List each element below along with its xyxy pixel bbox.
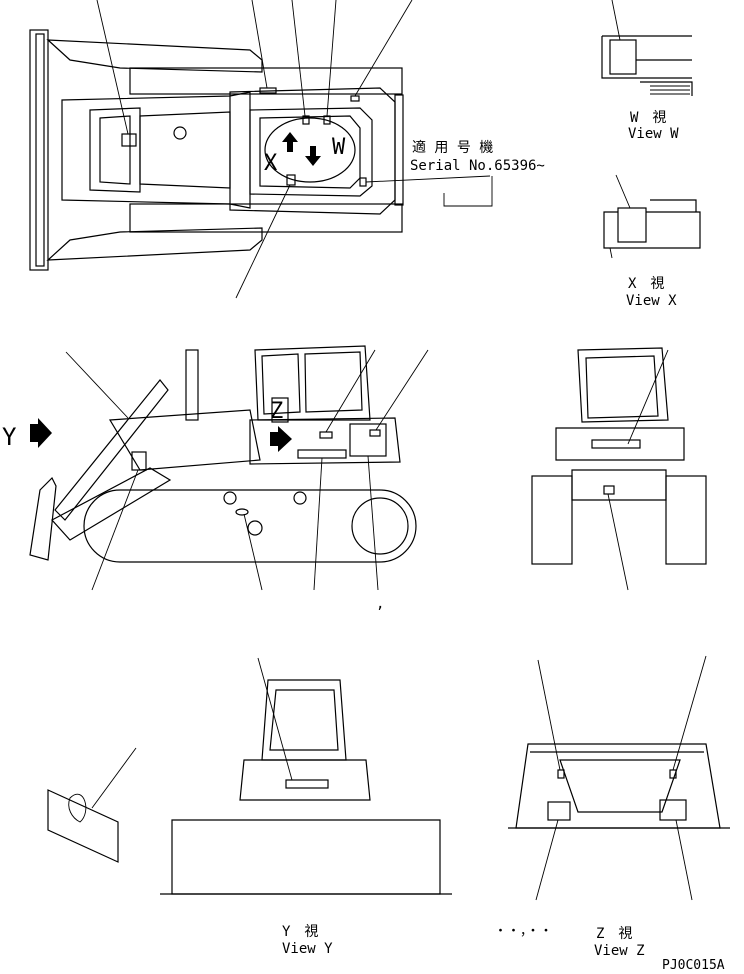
- view-x-label: View X: [626, 293, 677, 309]
- side-comma-mark: ,: [376, 596, 385, 612]
- view-y-sketch: [160, 657, 452, 895]
- view-w-label: View W: [628, 126, 679, 142]
- view-z-jp-label: Z 視: [596, 926, 633, 942]
- view-x-sketch: [603, 174, 701, 259]
- serial-label: Serial No.65396~: [410, 158, 545, 174]
- view-w-jp-label: W 視: [630, 110, 667, 126]
- view-z-sketch: [508, 655, 730, 901]
- side-view: [29, 345, 429, 591]
- top-plan-view: [29, 0, 493, 299]
- view-y-label: View Y: [282, 941, 333, 957]
- view-w-sketch: [601, 0, 693, 96]
- view-x-jp-label: X 視: [628, 276, 665, 292]
- side-letter-y: Y: [2, 423, 17, 451]
- view-z-dots: ・・，・・: [494, 924, 553, 939]
- top-letter-x: X: [264, 151, 278, 176]
- drawing-code: PJ0C015A: [662, 958, 725, 973]
- decal-card: [47, 747, 137, 863]
- view-z-label: View Z: [594, 943, 645, 959]
- serial-jp-label: 適 用 号 機: [412, 140, 494, 156]
- rear-view: [531, 347, 707, 591]
- side-letter-z: Z: [270, 399, 284, 424]
- top-letter-w: W: [332, 135, 346, 160]
- view-y-jp-label: Y 視: [282, 924, 319, 940]
